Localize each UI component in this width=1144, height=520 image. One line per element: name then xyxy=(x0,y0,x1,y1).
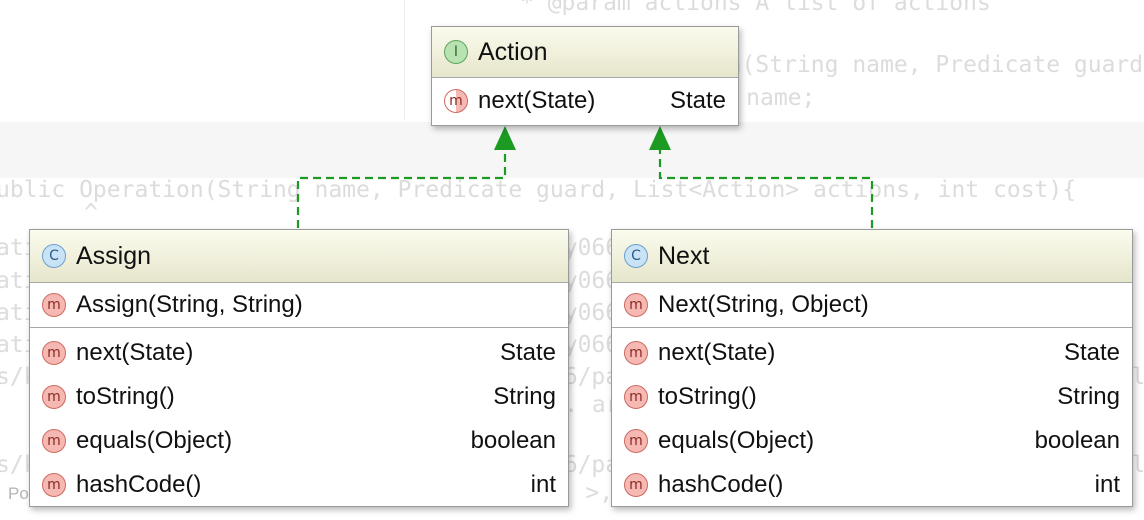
assign-class-box[interactable]: C Assign m Assign(String, String) m next… xyxy=(29,229,569,507)
next-implements-action-line xyxy=(658,148,874,228)
method-return-type: boolean xyxy=(1034,427,1120,454)
abstract-method-icon: m xyxy=(444,89,468,113)
assign-method-row[interactable]: m hashCode() int xyxy=(30,463,568,507)
method-icon: m xyxy=(42,341,66,365)
method-return-type: boolean xyxy=(470,427,556,454)
method-icon: m xyxy=(42,293,66,317)
action-interface-title: Action xyxy=(478,37,548,66)
constructor-name: Next(String, Object) xyxy=(658,291,869,318)
assign-method-row[interactable]: m next(State) State xyxy=(30,331,568,375)
method-icon: m xyxy=(624,341,648,365)
constructor-name: Assign(String, String) xyxy=(76,291,303,318)
method-icon: m xyxy=(624,385,648,409)
assign-implements-action-line xyxy=(296,148,507,228)
method-return-type: State xyxy=(499,339,556,366)
next-implements-action-arrowhead xyxy=(649,126,671,150)
method-name: equals(Object) xyxy=(76,427,233,454)
assign-methods-section: m next(State) State m toString() String … xyxy=(30,328,568,507)
class-icon: C xyxy=(42,244,66,268)
method-icon: m xyxy=(624,473,648,497)
assign-method-row[interactable]: m toString() String xyxy=(30,375,568,419)
assign-constructors-section: m Assign(String, String) xyxy=(30,283,568,328)
method-name: next(State) xyxy=(76,339,194,366)
next-methods-section: m next(State) State m toString() String … xyxy=(612,328,1132,507)
next-class-title: Next xyxy=(658,241,710,270)
method-name: next(State) xyxy=(658,339,776,366)
method-icon: m xyxy=(42,429,66,453)
method-return-type: String xyxy=(493,383,556,410)
method-return-type: State xyxy=(1063,339,1120,366)
method-return-type: int xyxy=(530,471,556,498)
next-method-row[interactable]: m equals(Object) boolean xyxy=(612,419,1132,463)
next-method-row[interactable]: m toString() String xyxy=(612,375,1132,419)
next-class-box[interactable]: C Next m Next(String, Object) m next(Sta… xyxy=(611,229,1133,507)
method-name: next(State) xyxy=(478,87,596,114)
action-method-row[interactable]: m next(State) State xyxy=(432,78,738,124)
method-name: toString() xyxy=(658,383,757,410)
method-icon: m xyxy=(624,429,648,453)
next-method-row[interactable]: m next(State) State xyxy=(612,331,1132,375)
assign-implements-action-arrowhead xyxy=(494,126,516,150)
method-icon: m xyxy=(624,293,648,317)
background-corner-text: Po xyxy=(8,484,29,503)
assign-constructor-row[interactable]: m Assign(String, String) xyxy=(30,283,568,327)
assign-method-row[interactable]: m equals(Object) boolean xyxy=(30,419,568,463)
method-name: hashCode() xyxy=(658,471,784,498)
method-name: toString() xyxy=(76,383,175,410)
next-constructors-section: m Next(String, Object) xyxy=(612,283,1132,328)
interface-icon: I xyxy=(444,40,468,64)
next-constructor-row[interactable]: m Next(String, Object) xyxy=(612,283,1132,327)
action-interface-box[interactable]: I Action m next(State) State xyxy=(431,26,739,126)
method-name: equals(Object) xyxy=(658,427,815,454)
assign-class-header: C Assign xyxy=(30,230,568,283)
method-return-type: State xyxy=(669,87,726,114)
class-icon: C xyxy=(624,244,648,268)
method-return-type: String xyxy=(1057,383,1120,410)
method-return-type: int xyxy=(1094,471,1120,498)
next-class-header: C Next xyxy=(612,230,1132,283)
method-name: hashCode() xyxy=(76,471,202,498)
assign-class-title: Assign xyxy=(76,241,152,270)
action-methods-section: m next(State) State xyxy=(432,78,738,124)
action-interface-header: I Action xyxy=(432,27,738,78)
method-icon: m xyxy=(42,473,66,497)
next-method-row[interactable]: m hashCode() int xyxy=(612,463,1132,507)
method-icon: m xyxy=(42,385,66,409)
